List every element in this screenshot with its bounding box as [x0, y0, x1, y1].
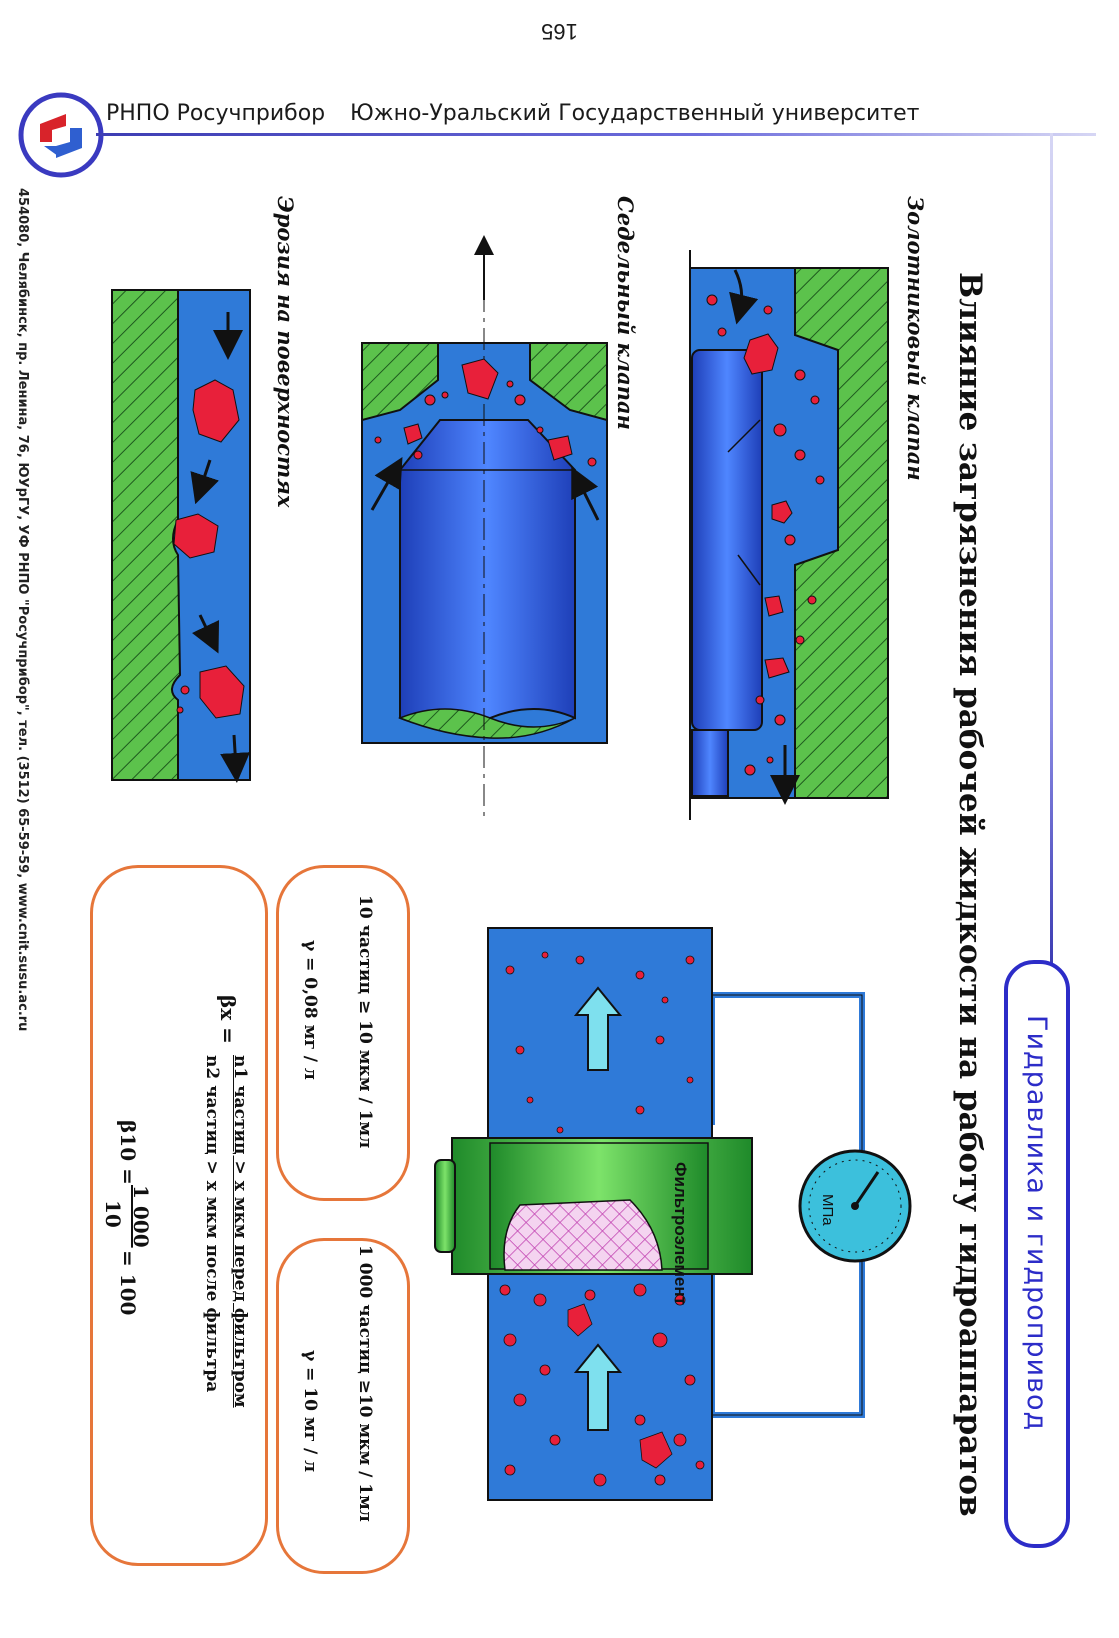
spool-valve-diagram: [689, 250, 889, 820]
before-filter-box: [276, 1238, 410, 1574]
after-gamma: γ = 0,08 мг / л: [300, 940, 320, 1080]
beta-10-label: β10 =: [116, 1120, 140, 1185]
section-label-box: [1004, 960, 1070, 1548]
before-gamma: γ = 10 мг / л: [300, 1350, 320, 1473]
beta-10-denominator: 10: [101, 1200, 125, 1228]
filter-element-label: Фильтроэлемент: [671, 1162, 690, 1305]
gauge-unit: МПа: [819, 1194, 836, 1226]
header-rule: [96, 133, 1096, 136]
footer-address: 454080, Челябинск, пр. Ленина, 76, ЮУрГУ…: [15, 188, 30, 1032]
seat-valve-diagram: [361, 235, 608, 820]
header-company: РНПО Росучприбор: [106, 101, 326, 126]
beta-numerator: n1 частиц > x мкм перед фильтром: [230, 1055, 250, 1408]
beta-10-numerator: 1 000: [129, 1185, 153, 1248]
beta-x-label: βx =: [216, 995, 240, 1044]
header-university: Южно-Уральский Государственный университ…: [350, 101, 920, 126]
beta-10-result: = 100: [116, 1250, 140, 1316]
side-rule: [1050, 133, 1053, 963]
after-filter-box: [276, 865, 410, 1201]
after-count: 10 частиц ≥ 10 мкм / 1мл: [355, 895, 375, 1149]
beta-formula-box: [90, 865, 268, 1566]
filter-diagram: [434, 927, 912, 1501]
before-count: 1 000 частиц ≥10 мкм / 1мл: [355, 1245, 375, 1522]
erosion-diagram: [111, 289, 251, 783]
beta-denominator: n2 частиц > x мкм после фильтра: [202, 1055, 222, 1393]
